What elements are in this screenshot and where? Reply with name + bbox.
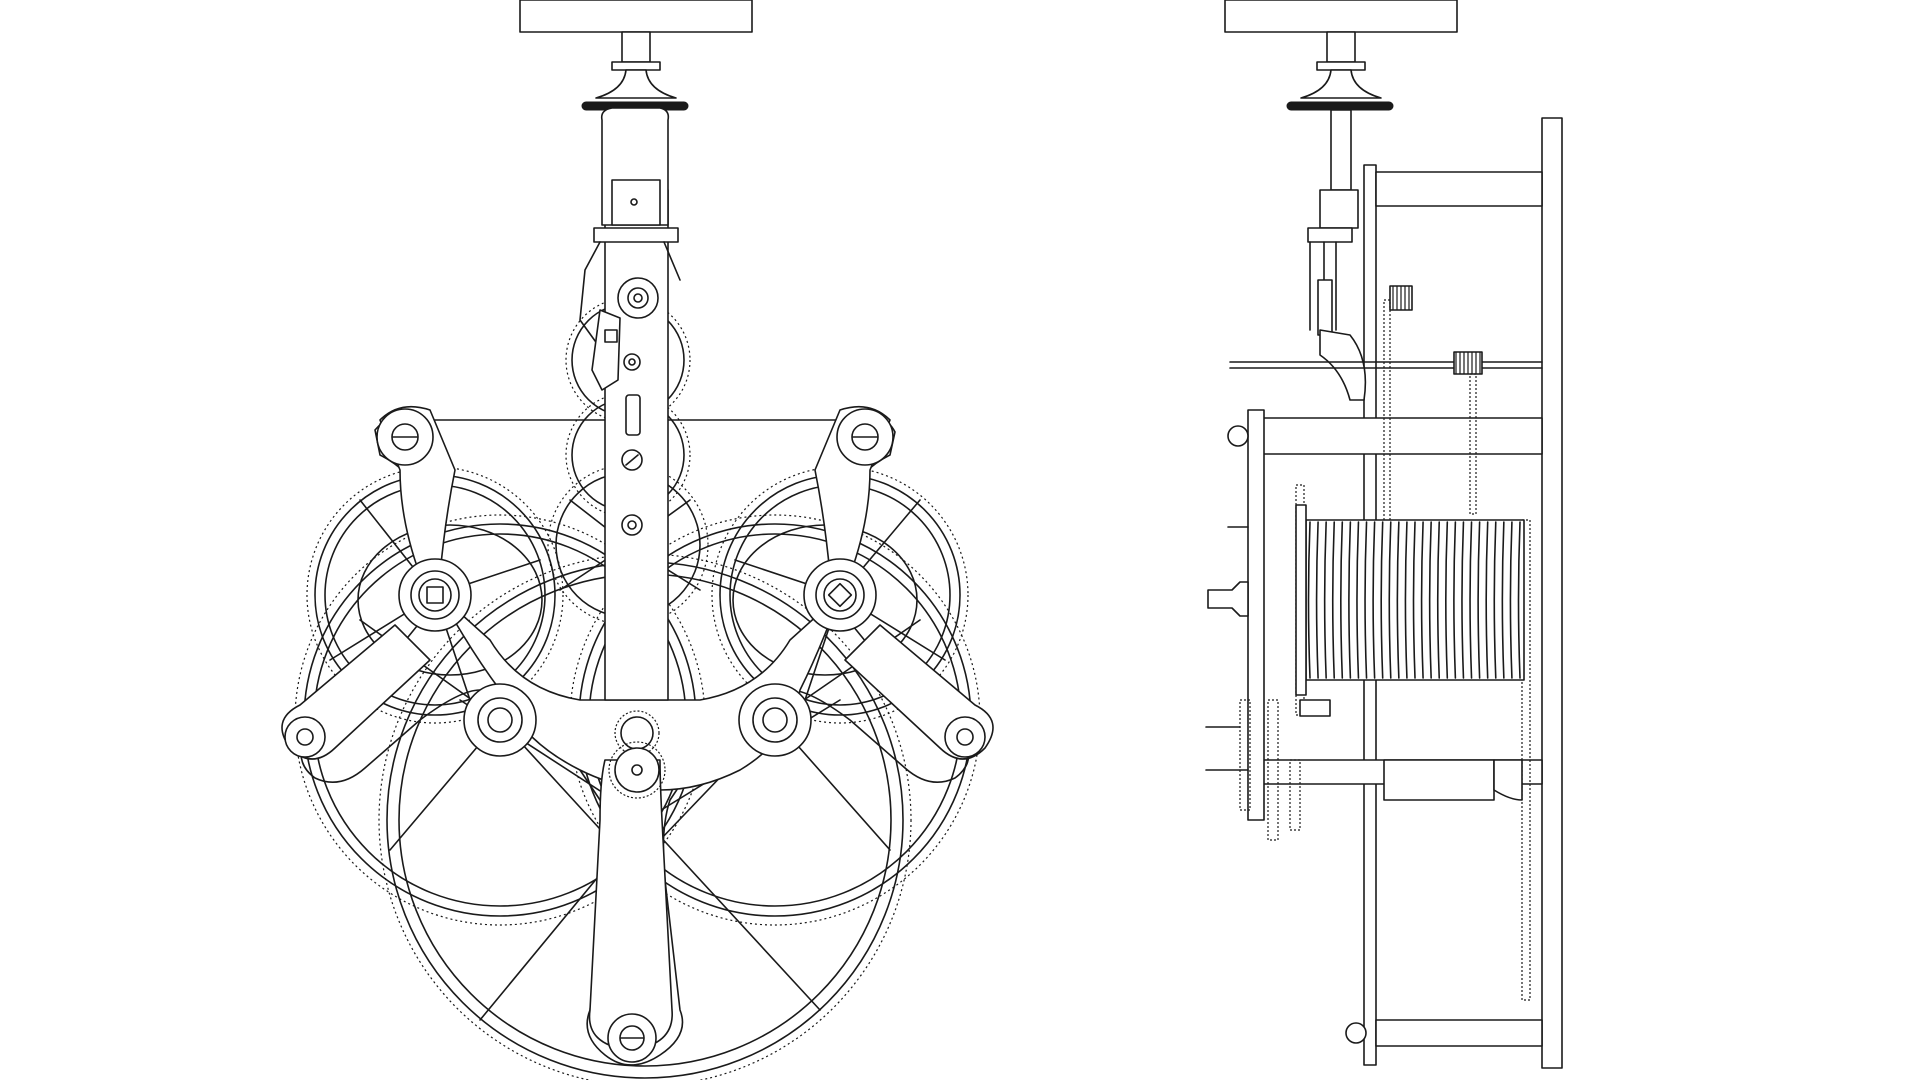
front-stem-ring [611,61,661,71]
barrel-groove [1307,521,1311,679]
left-great-arbor [398,558,472,632]
barrel-groove [1396,521,1400,679]
barrel-groove [1380,521,1384,679]
pillar-pivot-lower [621,514,643,536]
side-upper-shaft [1330,109,1352,191]
middle-pillar [1261,417,1543,455]
side-knurled-nut [1300,69,1382,99]
barrel-groove [1412,521,1416,679]
front-top-mount-block [519,0,753,33]
barrel-groove [1356,521,1360,679]
barrel-groove [1436,521,1441,679]
barrel-groove [1388,521,1392,679]
lower-gear-b [1267,699,1279,841]
frame-screw-top-right [836,408,894,466]
front-knurled-nut [595,69,677,99]
left-lower-arbor [463,683,537,757]
barrel-groove [1364,521,1368,679]
side-stem-collar [1326,31,1356,63]
top-pillar [1375,171,1543,207]
bottom-pillar-nut [1345,1022,1367,1044]
side-top-mount-block [1224,0,1458,33]
frame-vertical-pillar [604,189,669,701]
barrel-left-flange [1295,504,1307,696]
pillar-pivot-upper [623,353,641,371]
barrel-groove [1477,521,1481,679]
barrel-groove [1340,521,1344,679]
escapement-crossbar [593,227,679,243]
lower-gear-a [1239,699,1251,811]
front-view [281,0,994,1080]
barrel-grooves [1307,521,1521,679]
escapement-block [611,179,661,226]
barrel-groove [1372,521,1376,679]
barrel-groove [1509,521,1513,679]
pillar-slot [625,394,641,436]
barrel-groove [1315,521,1319,679]
escapement-wheel [617,277,659,319]
frame-hole-left [284,716,326,758]
side-escapement-crutch [1319,329,1367,401]
barrel-groove [1469,521,1473,679]
frame-screw-top-left [376,408,434,466]
frame-hole-right [944,716,986,758]
barrel-groove [1428,521,1432,679]
side-third-wheel-rim [1469,373,1477,515]
barrel-groove [1348,521,1352,679]
winding-barrel [1305,519,1525,681]
lower-gear-c [1289,759,1301,831]
frame-lower-pillar [588,759,673,1051]
escapement-lever [591,309,621,391]
winding-square [1207,581,1249,617]
side-escapement-crossbar [1307,227,1353,243]
barrel-groove [1485,521,1489,679]
front-stem-collar [621,31,651,63]
sub-plate-nut [1227,425,1249,447]
lower-gear-hub [1299,699,1331,717]
barrel-groove [1445,521,1449,679]
left-great-wheel [306,466,564,724]
side-knurled-disc [1286,101,1394,111]
right-lower-arbor [738,683,812,757]
side-escape-wheel-rim [1383,299,1391,531]
barrel-groove [1517,521,1521,679]
lower-bushing-block [1383,759,1495,801]
barrel-groove [1453,521,1457,679]
side-stem-ring [1316,61,1366,71]
barrel-groove [1493,521,1497,679]
barrel-groove [1461,521,1465,679]
barrel-groove [1331,521,1336,679]
barrel-groove [1501,521,1505,679]
bottom-pillar [1375,1019,1543,1047]
right-great-arbor [803,558,877,632]
barrel-groove [1404,521,1408,679]
back-plate [1541,117,1563,1069]
side-escapement-block [1319,189,1359,229]
barrel-groove [1323,521,1327,679]
side-view [1205,0,1563,1069]
side-escapement-lever [1317,279,1333,336]
frame-screw-bottom [607,1013,657,1063]
barrel-groove [1420,521,1424,679]
lower-cock [1493,759,1523,801]
center-pinion [608,710,666,799]
